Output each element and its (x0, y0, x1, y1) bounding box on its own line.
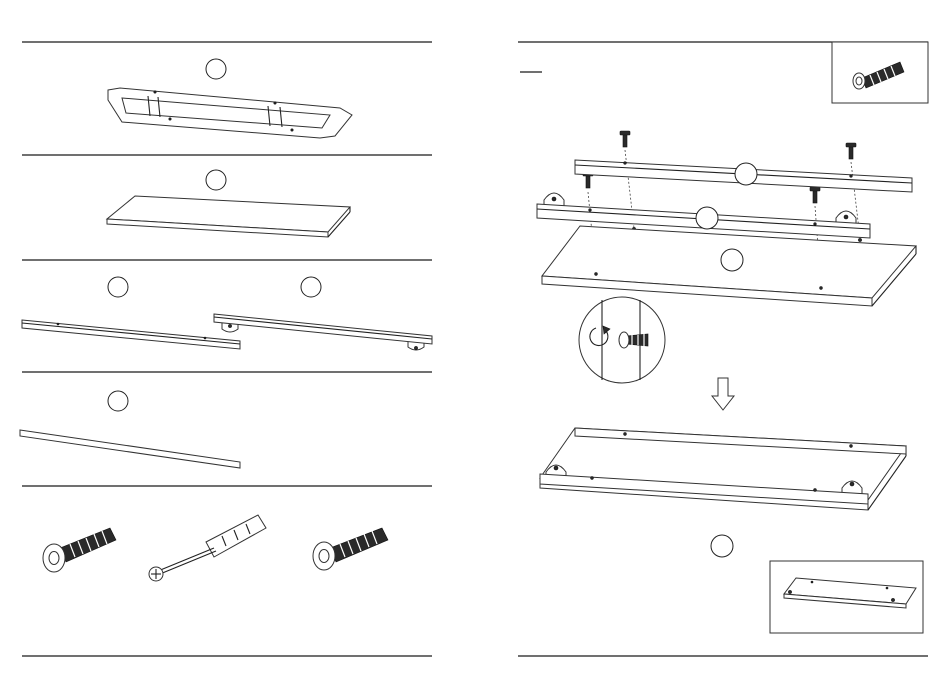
callout-badge (735, 163, 757, 185)
bracket-hole (414, 346, 417, 349)
part-bracket-rail (214, 277, 432, 350)
frame-hole (291, 129, 293, 131)
part-label-badge (206, 59, 226, 79)
hex-bolt-icon (43, 528, 116, 572)
reference-inset (770, 561, 923, 633)
screw-icon (846, 143, 856, 159)
rail-hole (204, 337, 206, 339)
right-page-assembly-step (518, 42, 928, 656)
callout-badge (696, 207, 718, 229)
frame-hole (169, 118, 171, 120)
wall-anchor-screw-icon (149, 515, 266, 581)
rail-edge (214, 317, 432, 339)
part-long-rod (20, 391, 240, 468)
bolt-head-socket (319, 550, 329, 563)
detail-magnifier (579, 297, 665, 383)
callout-badge (711, 535, 733, 557)
part-shelf-board (107, 170, 350, 237)
part-frame (108, 59, 352, 138)
rail-body (22, 320, 240, 349)
hardware-callout-box (832, 42, 928, 103)
rail-hole (57, 323, 59, 325)
rail-edge (22, 323, 240, 344)
part-label-badge (301, 277, 321, 297)
down-arrow-icon (712, 378, 734, 410)
rail-body (214, 314, 432, 344)
part-label-badge (108, 391, 128, 411)
bolt-head-socket (49, 552, 59, 565)
screw-icon (313, 528, 388, 570)
part-hardware (43, 515, 388, 581)
bolt-head (619, 332, 629, 348)
frame-hole (154, 91, 156, 93)
screw-icon (620, 131, 630, 147)
exploded-short-rail (575, 160, 912, 192)
left-page-parts-list (20, 42, 432, 656)
screw-icon (810, 187, 820, 203)
bolt-shank (60, 528, 116, 562)
rod-body (20, 430, 240, 468)
bracket-hole (228, 324, 231, 327)
part-label-badge (108, 277, 128, 297)
part-short-rail (22, 277, 240, 349)
assembled-shelf (540, 428, 906, 510)
frame-hole (274, 102, 276, 104)
callout-badge (721, 249, 743, 271)
part-label-badge (206, 170, 226, 190)
screw-shaft (158, 548, 214, 571)
